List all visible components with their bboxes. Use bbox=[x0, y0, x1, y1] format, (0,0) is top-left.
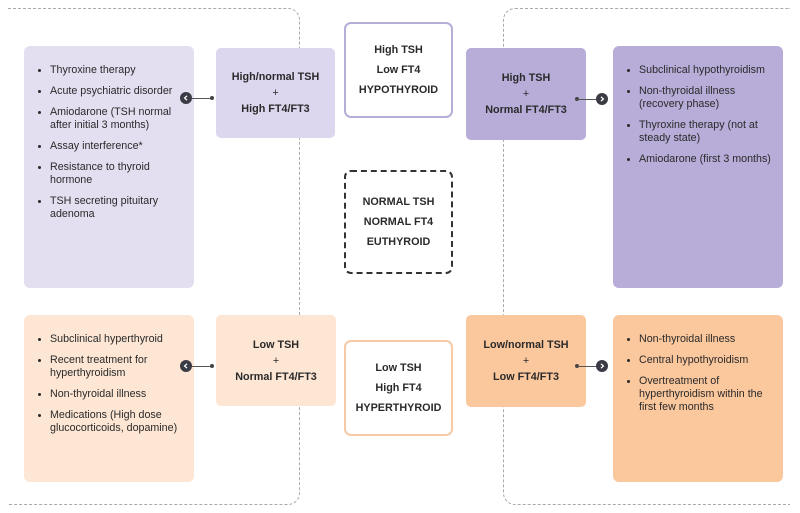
list-item: Resistance to thyroid hormone bbox=[50, 161, 182, 187]
bottom-right-causes-box: Non-thyroidal illness Central hypothyroi… bbox=[613, 315, 783, 482]
hypothyroid-tsh: High TSH bbox=[374, 44, 423, 56]
list-item: Subclinical hypothyroidism bbox=[639, 64, 771, 77]
label-line1: Low TSH bbox=[252, 338, 300, 351]
list-item: Central hypothyroidism bbox=[639, 354, 771, 367]
top-right-causes-list: Subclinical hypothyroidism Non-thyroidal… bbox=[625, 64, 771, 166]
top-left-causes-list: Thyroxine therapy Acute psychiatric diso… bbox=[36, 64, 182, 221]
list-item: Thyroxine therapy bbox=[50, 64, 182, 77]
list-item: Non-thyroidal illness bbox=[50, 388, 182, 401]
list-item: Medications (High dose glucocorticoids, … bbox=[50, 409, 182, 435]
bottom-left-causes-list: Subclinical hyperthyroid Recent treatmen… bbox=[36, 333, 182, 435]
label-line2: High FT4/FT3 bbox=[241, 103, 310, 115]
label-line1: High/normal TSH bbox=[231, 71, 320, 83]
list-item: Acute psychiatric disorder bbox=[50, 85, 182, 98]
label-line2: Normal FT4/FT3 bbox=[235, 370, 317, 383]
label-line2: Normal FT4/FT3 bbox=[485, 104, 567, 116]
hyperthyroid-box: Low TSH High FT4 HYPERTHYROID bbox=[344, 340, 453, 436]
list-item: TSH secreting pituitary adenoma bbox=[50, 195, 182, 221]
hypothyroid-ft4: Low FT4 bbox=[376, 64, 421, 76]
hyperthyroid-ft4: High FT4 bbox=[375, 382, 422, 394]
list-item: Subclinical hyperthyroid bbox=[50, 333, 182, 346]
list-item: Assay interference* bbox=[50, 140, 182, 153]
plus-sign: + bbox=[272, 354, 280, 367]
connector-dot bbox=[210, 96, 214, 100]
list-item: Recent treatment for hyperthyroidism bbox=[50, 354, 182, 380]
top-left-causes-box: Thyroxine therapy Acute psychiatric diso… bbox=[24, 46, 194, 288]
connector-dot bbox=[210, 364, 214, 368]
plus-sign: + bbox=[522, 88, 530, 100]
left-group-frame bbox=[8, 8, 300, 505]
list-item: Thyroxine therapy (not at steady state) bbox=[639, 119, 771, 145]
hyperthyroid-label: HYPERTHYROID bbox=[355, 402, 442, 414]
plus-sign: + bbox=[522, 355, 530, 367]
top-left-label-box: High/normal TSH + High FT4/FT3 bbox=[216, 48, 335, 138]
list-item: Overtreatment of hyperthyroidism within … bbox=[639, 375, 771, 414]
arrow-right-icon bbox=[596, 93, 608, 105]
label-line1: Low/normal TSH bbox=[483, 339, 569, 351]
bottom-left-causes-box: Subclinical hyperthyroid Recent treatmen… bbox=[24, 315, 194, 482]
list-item: Amiodarone (first 3 months) bbox=[639, 153, 771, 166]
connector-line bbox=[192, 98, 212, 99]
bottom-right-causes-list: Non-thyroidal illness Central hypothyroi… bbox=[625, 333, 771, 414]
hyperthyroid-tsh: Low TSH bbox=[375, 362, 422, 374]
hypothyroid-label: HYPOTHYROID bbox=[358, 84, 439, 96]
list-item: Non-thyroidal illness bbox=[639, 333, 771, 346]
top-right-causes-box: Subclinical hypothyroidism Non-thyroidal… bbox=[613, 46, 783, 288]
connector-line bbox=[577, 366, 597, 367]
connector-line bbox=[192, 366, 212, 367]
euthyroid-label: EUTHYROID bbox=[366, 236, 431, 248]
top-right-label-box: High TSH + Normal FT4/FT3 bbox=[466, 48, 586, 140]
list-item: Non-thyroidal illness (recovery phase) bbox=[639, 85, 771, 111]
arrow-left-icon bbox=[180, 360, 192, 372]
arrow-left-icon bbox=[180, 92, 192, 104]
arrow-right-icon bbox=[596, 360, 608, 372]
list-item: Amiodarone (TSH normal after initial 3 m… bbox=[50, 106, 182, 132]
euthyroid-ft4: NORMAL FT4 bbox=[363, 216, 434, 228]
right-group-frame bbox=[503, 8, 790, 505]
euthyroid-box: NORMAL TSH NORMAL FT4 EUTHYROID bbox=[344, 170, 453, 274]
label-line1: High TSH bbox=[501, 72, 551, 84]
connector-line bbox=[577, 99, 597, 100]
euthyroid-tsh: NORMAL TSH bbox=[362, 196, 435, 208]
label-line2: Low FT4/FT3 bbox=[493, 371, 559, 383]
hypothyroid-box: High TSH Low FT4 HYPOTHYROID bbox=[344, 22, 453, 118]
plus-sign: + bbox=[272, 87, 279, 99]
bottom-right-label-box: Low/normal TSH + Low FT4/FT3 bbox=[466, 315, 586, 407]
bottom-left-label-box: Low TSH + Normal FT4/FT3 bbox=[216, 315, 336, 406]
